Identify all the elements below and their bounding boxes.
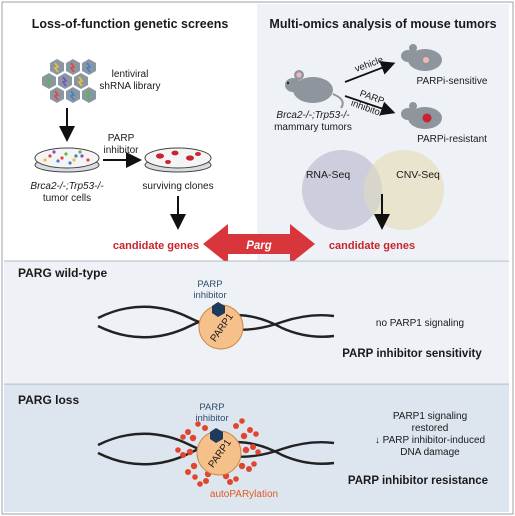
screen-candidate-genes: candidate genes	[113, 240, 199, 252]
signal-line-3: ↓ PARP inhibitor-induced	[375, 435, 485, 446]
no-signaling-text: no PARP1 signaling	[376, 318, 464, 329]
tumors-label-2: mammary tumors	[274, 122, 352, 133]
screen-inhibitor-label-1: PARP	[108, 133, 135, 144]
signal-line-4: DNA damage	[400, 447, 460, 458]
tumors-label-1: Brca2-/-;Trp53-/-	[276, 110, 350, 121]
autoparylation-chains	[175, 418, 261, 487]
sensitive-mouse-icon	[401, 44, 442, 71]
screens-title: Loss-of-function genetic screens	[32, 17, 229, 31]
loss-inhibitor-label-1: PARP	[199, 402, 224, 413]
surviving-clones-dish	[144, 147, 212, 173]
cells-label-2: tumor cells	[43, 193, 91, 204]
wt-inhibitor-label-2: inhibitor	[193, 290, 226, 301]
rna-seq-label: RNA-Seq	[306, 169, 351, 181]
wildtype-title: PARG wild-type	[18, 266, 107, 280]
autoparylation-label: autoPARylation	[210, 489, 278, 500]
arrow-vehicle	[344, 61, 396, 83]
parg-wildtype-panel	[4, 261, 509, 383]
library-label-1: lentiviral	[112, 69, 149, 80]
resistance-text: PARP inhibitor resistance	[348, 475, 488, 487]
mouse-icon	[285, 70, 344, 109]
sensitivity-text: PARP inhibitor sensitivity	[342, 348, 482, 360]
shrna-library-icon	[42, 59, 96, 103]
screen-inhibitor-label-2: inhibitor	[103, 145, 139, 156]
screens-panel	[4, 4, 256, 260]
parg-label: Parg	[246, 240, 272, 252]
cells-label-1: Brca2-/-;Trp53-/-	[30, 181, 104, 192]
parg-loss-panel	[4, 384, 509, 512]
signal-line-2: restored	[412, 423, 449, 434]
arrow-parp-treatment	[344, 95, 396, 116]
parp-inhibitor-loss-icon	[210, 428, 223, 443]
loss-inhibitor-label-2: inhibitor	[195, 413, 228, 424]
cnv-seq-circle	[364, 150, 444, 230]
tumor-cells-dish	[34, 147, 100, 173]
multiomics-title: Multi-omics analysis of mouse tumors	[269, 17, 496, 31]
signal-line-1: PARP1 signaling	[393, 411, 467, 422]
library-label-2: shRNA library	[99, 81, 160, 92]
surviving-clones-label: surviving clones	[142, 181, 213, 192]
parpi-sensitive-label: PARPi-sensitive	[417, 76, 488, 87]
venn-overlap	[363, 164, 383, 216]
resistant-mouse-icon	[401, 102, 442, 129]
rna-seq-circle	[302, 150, 382, 230]
cnv-seq-label: CNV-Seq	[396, 169, 440, 181]
loss-title: PARG loss	[18, 393, 79, 407]
parp-inhibitor-wt-icon	[212, 302, 225, 317]
wt-inhibitor-label-1: PARP	[197, 279, 222, 290]
parg-double-arrow	[203, 224, 315, 264]
omics-candidate-genes: candidate genes	[329, 240, 415, 252]
parpi-resistant-label: PARPi-resistant	[417, 134, 487, 145]
